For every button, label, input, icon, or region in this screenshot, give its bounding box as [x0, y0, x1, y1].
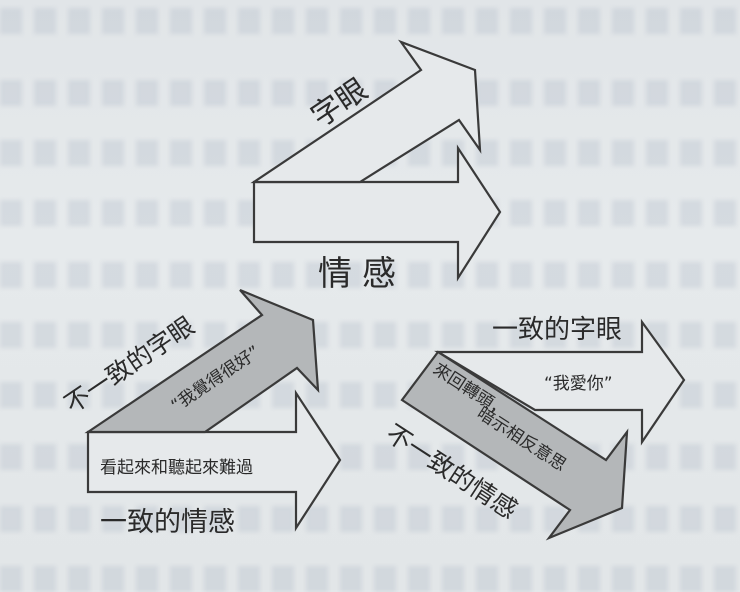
- word-arrow-inner-text: “我愛你”: [544, 374, 613, 394]
- word-arrow: [434, 318, 686, 446]
- bleed-through-text: [0, 322, 740, 348]
- emotion-arrow: [252, 144, 502, 282]
- emotion-arrow: [400, 350, 629, 541]
- emotion-arrow: [86, 389, 342, 532]
- bleed-through-text: [0, 8, 740, 34]
- bleed-through-text: [0, 566, 740, 592]
- emotion-arrow-label: 一致的情感: [100, 507, 235, 538]
- word-arrow: [84, 288, 320, 434]
- emotion-arrow-inner-text: 看起來和聽起來難過: [100, 458, 253, 478]
- bleed-through-text: [0, 262, 740, 288]
- word-arrow: [250, 39, 482, 184]
- right-group: 一致的字眼 “我愛你” 來回轉頭， 暗示相反意思 不一致的情感: [381, 315, 686, 541]
- emotion-arrow-label: 情感: [318, 254, 406, 294]
- top-group: 字眼 情感: [250, 39, 502, 294]
- bleed-through-text: [0, 80, 740, 106]
- left-group: 不一致的字眼 “我覺得很好” 看起來和聽起來難過 一致的情感: [59, 288, 342, 538]
- word-arrow-label: 一致的字眼: [492, 315, 622, 345]
